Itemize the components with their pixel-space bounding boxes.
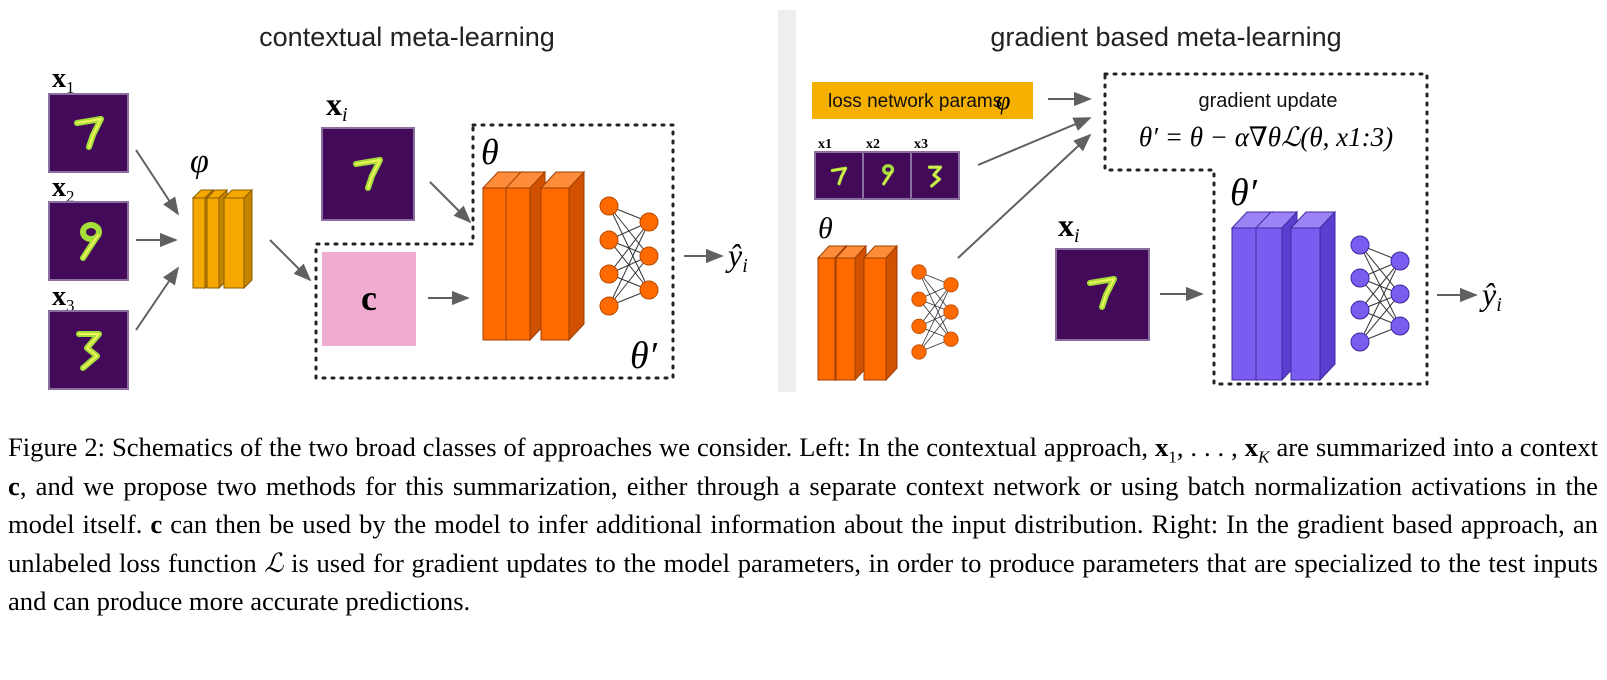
left-panel-title: contextual meta-learning <box>259 22 555 52</box>
input-label-3: x3 <box>52 281 75 315</box>
left-panel: contextual meta-learning x1 x2 x3 φ <box>48 22 748 390</box>
caption-sentence-1: Schematics of the two broad classes of a… <box>111 432 1149 462</box>
input-label-2: x2 <box>52 172 75 206</box>
math-x: x <box>1154 432 1169 462</box>
figure: contextual meta-learning x1 x2 x3 φ <box>48 10 1502 392</box>
math-sub-1: 1 <box>1168 447 1177 467</box>
math-c: c <box>8 470 20 501</box>
math-c: c <box>150 509 163 539</box>
phi-label: φ <box>190 143 209 180</box>
arrow-phi-to-c <box>269 239 312 282</box>
model-dense-layers <box>599 196 659 316</box>
arrow-inputs-to-update <box>977 117 1092 166</box>
arrow-x1-to-phi <box>135 149 179 216</box>
caption-sentence-5: is used for gradient updates to the mode… <box>8 547 1598 617</box>
gradient-update-label: gradient update <box>1198 90 1337 112</box>
right-model-layers <box>816 244 899 382</box>
right-theta-label: θ <box>818 212 833 245</box>
figure-caption: Figure 2: Schematics of the two broad cl… <box>8 428 1598 621</box>
query-label: xi <box>326 86 348 126</box>
math-x: x <box>1244 432 1258 462</box>
caption-sentence-3: , and we propose two methods for this su… <box>8 470 1598 540</box>
context-network <box>191 188 254 290</box>
loss-phi-label: φ <box>996 86 1010 115</box>
figure-number: Figure 2: <box>8 432 106 462</box>
right-query-label: xi <box>1058 207 1080 247</box>
theta-label: θ <box>481 132 499 172</box>
adapted-region-border <box>314 123 675 380</box>
loss-params-label: loss network params <box>828 91 1002 112</box>
small-inputs: x1 x2 x3 <box>814 137 960 200</box>
small-label-1: x1 <box>818 137 832 152</box>
math-sub-k: K <box>1257 447 1270 467</box>
math-dots: , . . . , <box>1176 432 1245 462</box>
right-panel: gradient based meta-learning loss networ… <box>812 22 1502 386</box>
update-equation: θ′ = θ − α∇θℒ(θ, x1:3) <box>1139 122 1393 152</box>
theta-prime-label: θ′ <box>630 335 658 377</box>
caption-sentence-4: can then be used by the model to infer a… <box>8 509 1598 578</box>
right-query-image: xi <box>1055 207 1150 341</box>
model-layers <box>481 170 586 342</box>
arrow-xi-to-model <box>429 181 472 224</box>
loss-params-box: loss network params φ <box>812 82 1033 119</box>
adapted-model-layers <box>1230 210 1337 382</box>
right-model-dense-layers <box>911 264 959 360</box>
right-theta-prime-label: θ′ <box>1230 172 1258 214</box>
input-label-1: x1 <box>52 63 75 97</box>
math-loss: ℒ <box>264 547 284 578</box>
input-image-2: x2 <box>48 172 129 281</box>
small-label-3: x3 <box>914 137 928 152</box>
output-label: ŷi <box>725 237 748 277</box>
arrow-x3-to-phi <box>135 266 180 331</box>
query-image: xi <box>321 86 415 221</box>
context-label: c <box>361 278 377 318</box>
gradient-update-region-border <box>1103 72 1429 386</box>
input-image-1: x1 <box>48 63 129 173</box>
caption-sentence-2: are summarized into a context <box>1276 432 1598 462</box>
right-panel-title: gradient based meta-learning <box>990 22 1341 52</box>
panel-divider <box>778 10 796 392</box>
right-output-label: ŷi <box>1479 276 1502 316</box>
context-box: c <box>322 252 416 346</box>
input-image-3: x3 <box>48 281 129 390</box>
arrow-theta-to-update <box>957 133 1092 259</box>
adapted-model-dense-layers <box>1350 235 1410 352</box>
small-label-2: x2 <box>866 137 880 152</box>
